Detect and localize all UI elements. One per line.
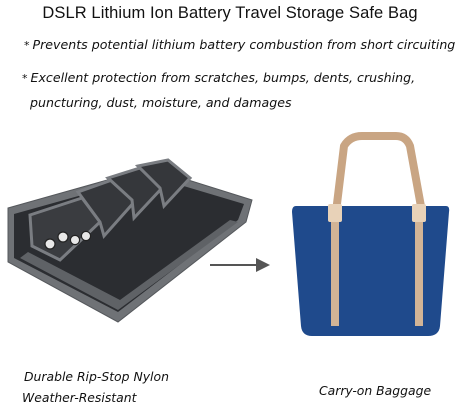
bullet-1-text: Prevents potential lithium battery combu… — [32, 37, 456, 52]
tote-bag-image — [292, 132, 450, 336]
bullet-2-continuation: puncturing, dust, moisture, and damages — [30, 95, 292, 110]
pouch-pocket-4 — [134, 158, 193, 210]
bullet-2-text: Excellent protection from scratches, bum… — [30, 70, 416, 85]
caption-carry-on: Carry-on Baggage — [319, 383, 432, 398]
caption-material: Durable Rip-Stop Nylon — [24, 369, 169, 384]
pouch-pocket-3 — [105, 166, 165, 222]
pouch-pocket-1 — [28, 196, 103, 262]
page-title: DSLR Lithium Ion Battery Travel Storage … — [42, 4, 418, 22]
bullet-1: *Prevents potential lithium battery comb… — [24, 37, 455, 52]
battery-pouch-image — [7, 158, 253, 323]
bullet-2: *Excellent protection from scratches, bu… — [22, 70, 415, 85]
pouch-pocket-2 — [75, 178, 139, 240]
bullet-icon: * — [22, 72, 28, 85]
arrow-right-icon — [210, 258, 270, 272]
bullet-icon: * — [24, 39, 30, 52]
caption-weather: Weather-Resistant — [22, 390, 137, 405]
